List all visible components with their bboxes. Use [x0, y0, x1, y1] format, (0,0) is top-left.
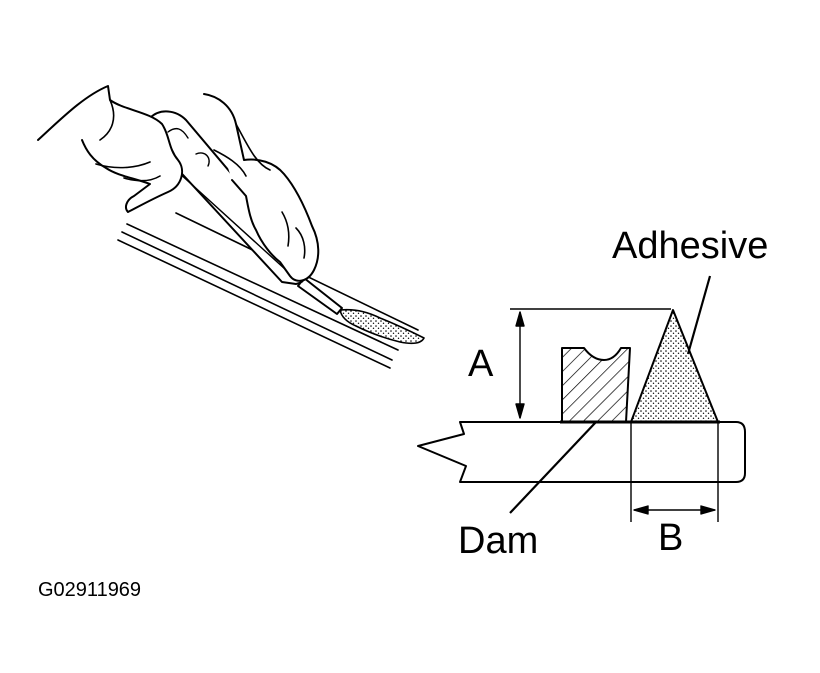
right-hand [203, 93, 320, 282]
dimension-b-marker [630, 422, 719, 522]
label-adhesive: Adhesive [612, 225, 768, 267]
adhesive-bead [339, 308, 425, 345]
glass-edge-lines [117, 212, 419, 369]
label-dimension-a: A [468, 343, 494, 385]
label-dimension-b: B [658, 517, 683, 559]
dam-leader-line [509, 421, 597, 514]
caulking-gun-illustration [37, 85, 425, 369]
label-dam: Dam [458, 520, 538, 562]
left-hand [37, 85, 184, 213]
dam [561, 347, 631, 423]
glass-panel [417, 421, 746, 483]
cross-section [417, 275, 746, 522]
dimension-a-marker [510, 308, 671, 419]
adhesive-triangle [630, 309, 719, 423]
adhesive-leader-line [686, 275, 712, 355]
figure-code: G02911969 [38, 579, 141, 601]
